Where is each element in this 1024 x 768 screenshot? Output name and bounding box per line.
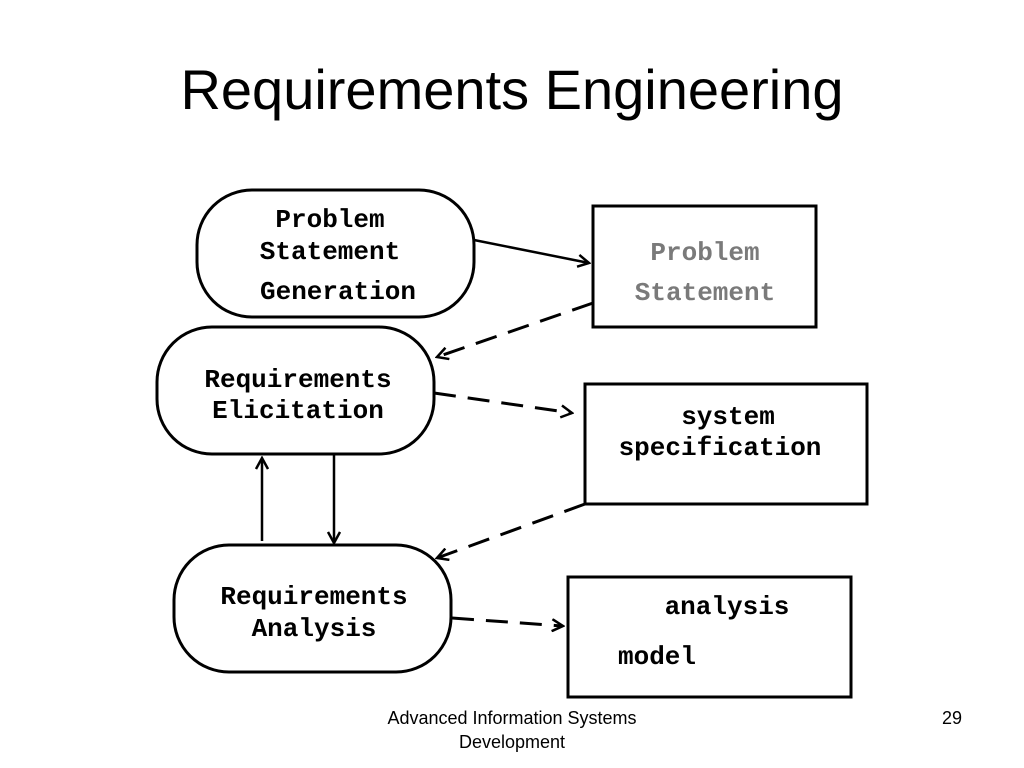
page-number: 29 <box>941 708 962 728</box>
process-label-line: Statement <box>260 237 400 267</box>
artifact-label-line: model <box>618 642 696 672</box>
artifact-label-line: analysis <box>665 592 790 622</box>
edge-system-specification-to-analysis <box>437 502 586 558</box>
artifact-label-line: specification <box>619 433 822 463</box>
footer-line: Development <box>458 732 566 752</box>
process-label-line: Generation <box>260 277 416 307</box>
process-label-line: Requirements <box>204 365 391 395</box>
footer-line: Advanced Information Systems <box>387 708 637 728</box>
process-requirements-analysis: Requirements Analysis <box>172 543 453 674</box>
artifact-problem-statement: Problem Statement <box>591 204 818 329</box>
process-label-line: Elicitation <box>212 396 384 426</box>
artifact-analysis-model: analysis model <box>566 575 853 699</box>
process-problem-statement-generation: Problem Statement Generation <box>195 188 476 319</box>
edge-problem-statement-to-elicitation <box>437 301 594 357</box>
edge-analysis-to-analysis-model <box>451 616 563 626</box>
slide-footer: Advanced Information Systems Development <box>352 706 672 754</box>
artifact-label-line: system <box>681 402 775 432</box>
artifact-label-line: Statement <box>635 278 775 308</box>
process-label-line: Requirements <box>220 582 407 612</box>
artifact-system-specification: system specification <box>583 382 869 506</box>
slide-title: Requirements Engineering <box>180 58 844 121</box>
artifact-label-line: Problem <box>650 238 759 268</box>
process-requirements-elicitation: Requirements Elicitation <box>155 325 436 456</box>
process-label-line: Problem <box>275 205 384 235</box>
edge-elicitation-to-system-specification <box>433 391 572 413</box>
edge-generation-to-problem-statement <box>473 238 589 263</box>
process-label-line: Analysis <box>252 614 377 644</box>
